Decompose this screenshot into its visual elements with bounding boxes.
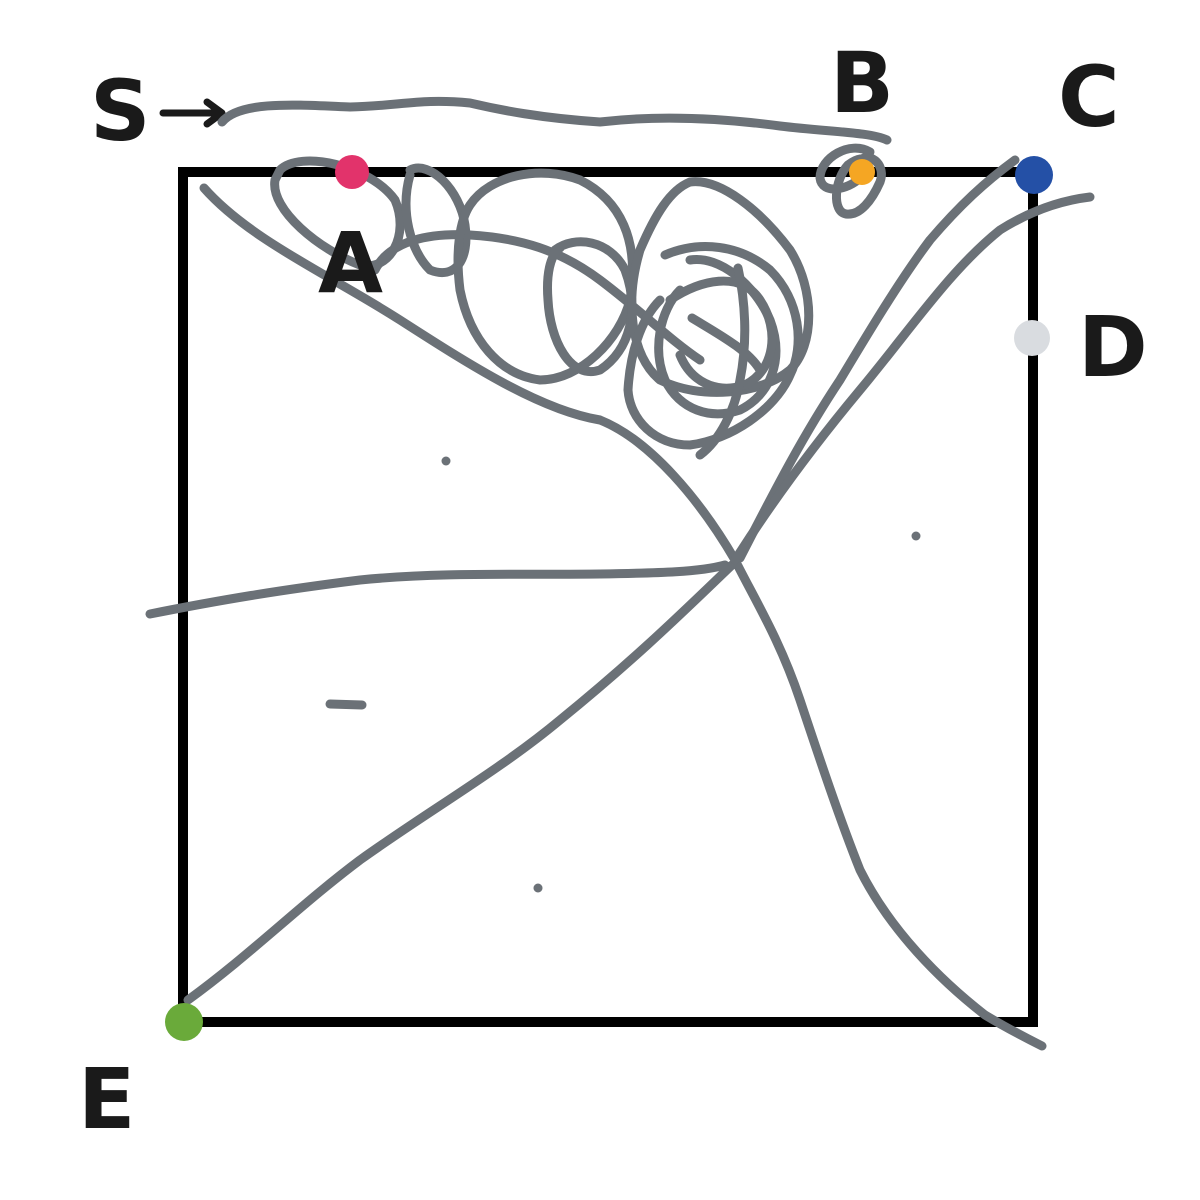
point-c [1015,156,1053,194]
point-d [1014,320,1050,356]
point-e [165,1003,203,1041]
point-a [335,155,369,189]
stray-dot [911,531,921,541]
scribble-path [145,96,1095,1051]
label-a: A [318,214,383,312]
point-b [849,159,875,185]
label-s: S [90,62,151,160]
stray-dot [533,883,543,893]
label-d: D [1078,298,1148,396]
right-arrow-icon [159,98,226,128]
stray-dot [441,456,451,466]
square-outline [178,167,1038,1027]
label-c: C [1058,48,1120,146]
label-b: B [830,34,894,132]
label-e: E [78,1050,135,1148]
